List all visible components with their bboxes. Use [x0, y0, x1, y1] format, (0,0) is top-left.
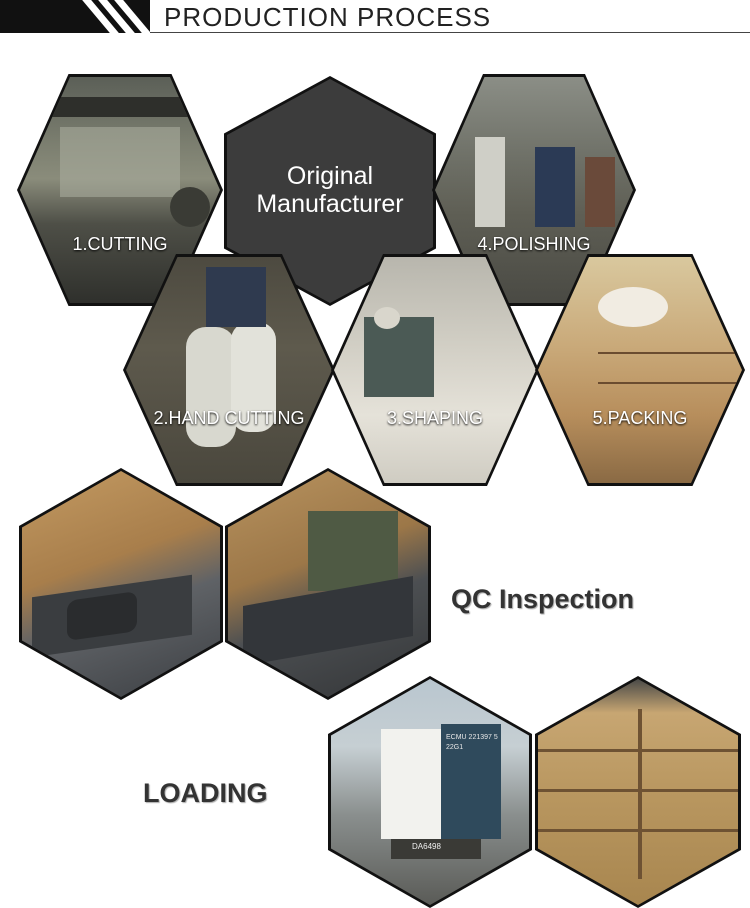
qc-photo-1	[22, 471, 220, 697]
loading-photo-1	[331, 679, 529, 905]
hex-qc-2	[225, 468, 431, 700]
truck-plate: DA6498	[412, 842, 441, 851]
step-label-cutting: 1.CUTTING	[72, 234, 168, 254]
center-line2: Manufacturer	[256, 190, 404, 218]
container-code: ECMU 221397 5	[446, 734, 498, 741]
loading-label: LOADING	[143, 778, 268, 808]
page-title: PRODUCTION PROCESS	[164, 2, 492, 32]
step-label-packing: 5.PACKING	[592, 408, 688, 428]
hex-loading-1: ECMU 221397 5 22G1 DA6498	[328, 676, 532, 908]
hex-qc-1	[19, 468, 223, 700]
qc-inspection-label: QC Inspection	[451, 584, 635, 614]
header-divider	[150, 32, 750, 33]
container-sub: 22G1	[446, 744, 464, 751]
step-label-shaping: 3.SHAPING	[386, 408, 484, 428]
step-label-hand-cutting: 2.HAND CUTTING	[153, 408, 305, 428]
hex-loading-2	[535, 676, 741, 908]
center-line1: Original	[286, 162, 374, 190]
step-label-polishing: 4.POLISHING	[477, 234, 591, 254]
qc-photo-2	[228, 471, 428, 697]
center-title: Original Manufacturer	[224, 162, 436, 218]
hand-cutting-photo	[126, 257, 332, 483]
loading-photo-2	[538, 679, 738, 905]
